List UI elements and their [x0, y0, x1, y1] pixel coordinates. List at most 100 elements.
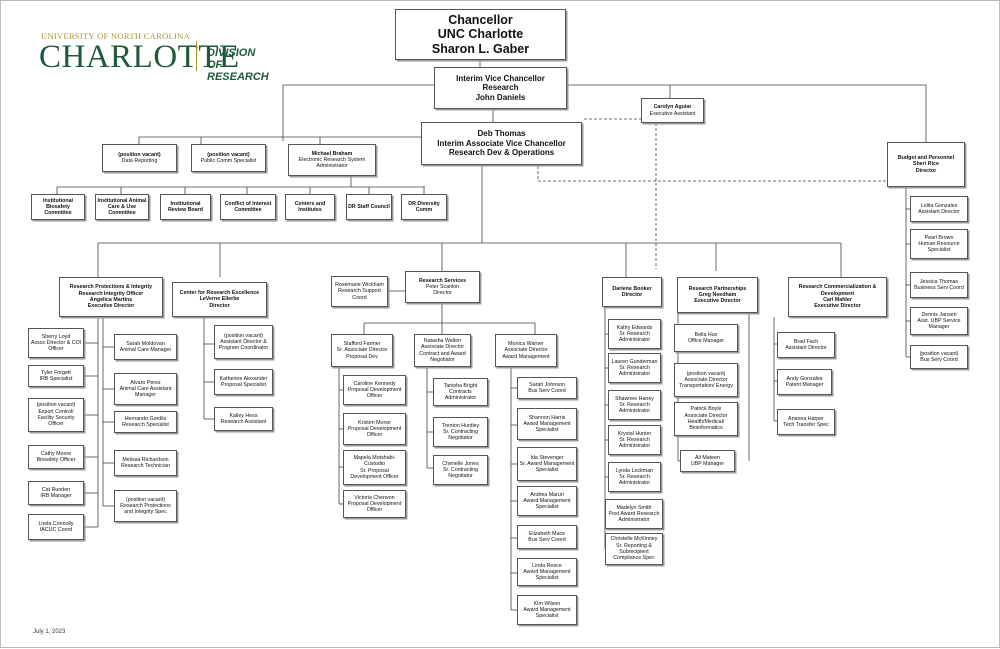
director-name: Darlene Booker — [612, 285, 652, 292]
staff-title: Award Management Specialist — [523, 606, 571, 620]
staff-name: Madelyn Smith — [616, 504, 652, 511]
unit-name: Center for Research Excellence — [179, 290, 260, 297]
director-title: Executive Director — [814, 303, 861, 310]
exec-assistant-name: Carolyn Aguiar — [653, 104, 692, 111]
chart-date: July 1, 2023 — [33, 629, 66, 635]
staff-name: Rosemarie Wickham — [335, 282, 384, 289]
staff-name: Tanisha Bright — [443, 382, 478, 389]
staff-name: Melissa Richardson — [122, 456, 169, 463]
staff-title: Associate Director Transportation/ Energ… — [679, 376, 733, 390]
staff-name: Natasha Walton — [423, 337, 462, 344]
chancellor-box: Chancellor UNC Charlotte Sharon L. Gaber — [395, 9, 566, 60]
staff-name: (position vacant) — [118, 151, 161, 158]
logo-division-text: DIVISION OF RESEARCH — [207, 47, 269, 83]
public-comm-box: (position vacant) Public Comm Specialist — [191, 144, 266, 172]
staff-name: Sherry Loyd — [41, 333, 71, 340]
avc-title: Interim Associate Vice Chancellor — [437, 138, 566, 148]
staff-title: Research Assistant — [220, 419, 267, 425]
staff-title: Animal Care Assistant Manager — [119, 385, 172, 399]
staff-name: Monica Warner — [508, 341, 544, 348]
staff-title: Research Technician — [120, 463, 171, 469]
rp-director-box: Research Partnerships Greg Needham Execu… — [677, 277, 758, 313]
staff-title: Proposal Development Officer — [347, 386, 402, 400]
staff-title: Data Reporting — [121, 158, 158, 164]
staff-name: Pearl Brown — [924, 234, 954, 241]
director-title: Director — [433, 290, 452, 297]
staff-name: Katherine Alexander — [219, 375, 268, 382]
avc-dept: Research Dev & Operations — [448, 148, 555, 158]
committee-box: Centers and Institutes — [285, 194, 335, 220]
staff-title: Sr. Research Administrator — [618, 401, 651, 415]
staff-name: Lynda Lockman — [615, 467, 654, 474]
chancellor-org: UNC Charlotte — [437, 27, 524, 42]
staff-name: Lauren Gunderman — [611, 358, 658, 365]
ivc-dept: Research — [482, 83, 519, 93]
staff-name: (position vacant) — [36, 402, 76, 409]
staff-title: Research Protections and Integrity Spec — [120, 502, 171, 516]
staff-name: Elizabeth Mace — [528, 530, 566, 537]
director-name: Greg Needham — [698, 291, 737, 298]
committee-box: Institutional Review Board — [160, 194, 211, 220]
committee-label: DR Staff Council — [348, 203, 390, 210]
staff-title: Assistant Director — [785, 345, 827, 351]
ivc-name: John Daniels — [475, 92, 526, 102]
staff-name: Krystal Hunter — [617, 430, 652, 437]
staff-title: Post Award Research Administrator — [608, 510, 660, 524]
staff-title: Bus Serv Coord — [528, 537, 566, 543]
committee-label: Institutional Animal Care & Use Committe… — [97, 197, 147, 217]
staff-name: Christelle McKinney — [610, 536, 658, 543]
staff-title: Sr. Contracting Negotiator — [442, 428, 479, 442]
staff-title: IRB Specialist — [39, 376, 73, 382]
staff-title: Proposal Development Officer — [347, 500, 402, 514]
staff-title: Award Management Specialist — [523, 497, 571, 511]
staff-title: Animal Care Manager — [119, 347, 172, 353]
staff-name: (position vacant) — [224, 332, 263, 339]
staff-title: Associate Director Health/Medical/ Bioin… — [684, 412, 728, 432]
ers-admin-box: Michael Braham Electronic Research Syste… — [288, 144, 376, 176]
staff-title: Bus Serv Coord — [920, 357, 958, 363]
staff-name: Dennis Jansen — [921, 311, 957, 318]
staff-title: Sr. Research Administrator — [618, 436, 651, 450]
executive-assistant-box: Carolyn Aguiar Executive Assistant — [641, 98, 704, 123]
staff-title: IACUC Coord — [39, 527, 73, 533]
staff-name: Shawnee Haney — [615, 395, 654, 402]
committee-label: Institutional Biosafety Committee — [42, 197, 73, 217]
staff-name: Sarah Moldovan — [126, 340, 165, 347]
unit-name: Research Commercialization & Development — [798, 284, 877, 297]
staff-name: Ali Mateen — [694, 454, 721, 461]
staff-name: Bella Hux — [694, 331, 718, 338]
director-title: Executive Director — [694, 298, 741, 305]
staff-title: Biosafety Officer — [36, 457, 76, 463]
staff-name: Trenton Huntley — [441, 422, 480, 429]
staff-name: Patrick Boyle — [690, 406, 722, 413]
staff-title: Assistant Director & Program Coordinator — [218, 338, 269, 352]
staff-title: Sr. Research Administrator — [618, 473, 651, 487]
staff-name: Victoria Cherwon — [354, 494, 395, 501]
staff-name: Andy Gonzales — [786, 375, 823, 382]
staff-name: (position vacant) — [207, 151, 250, 158]
